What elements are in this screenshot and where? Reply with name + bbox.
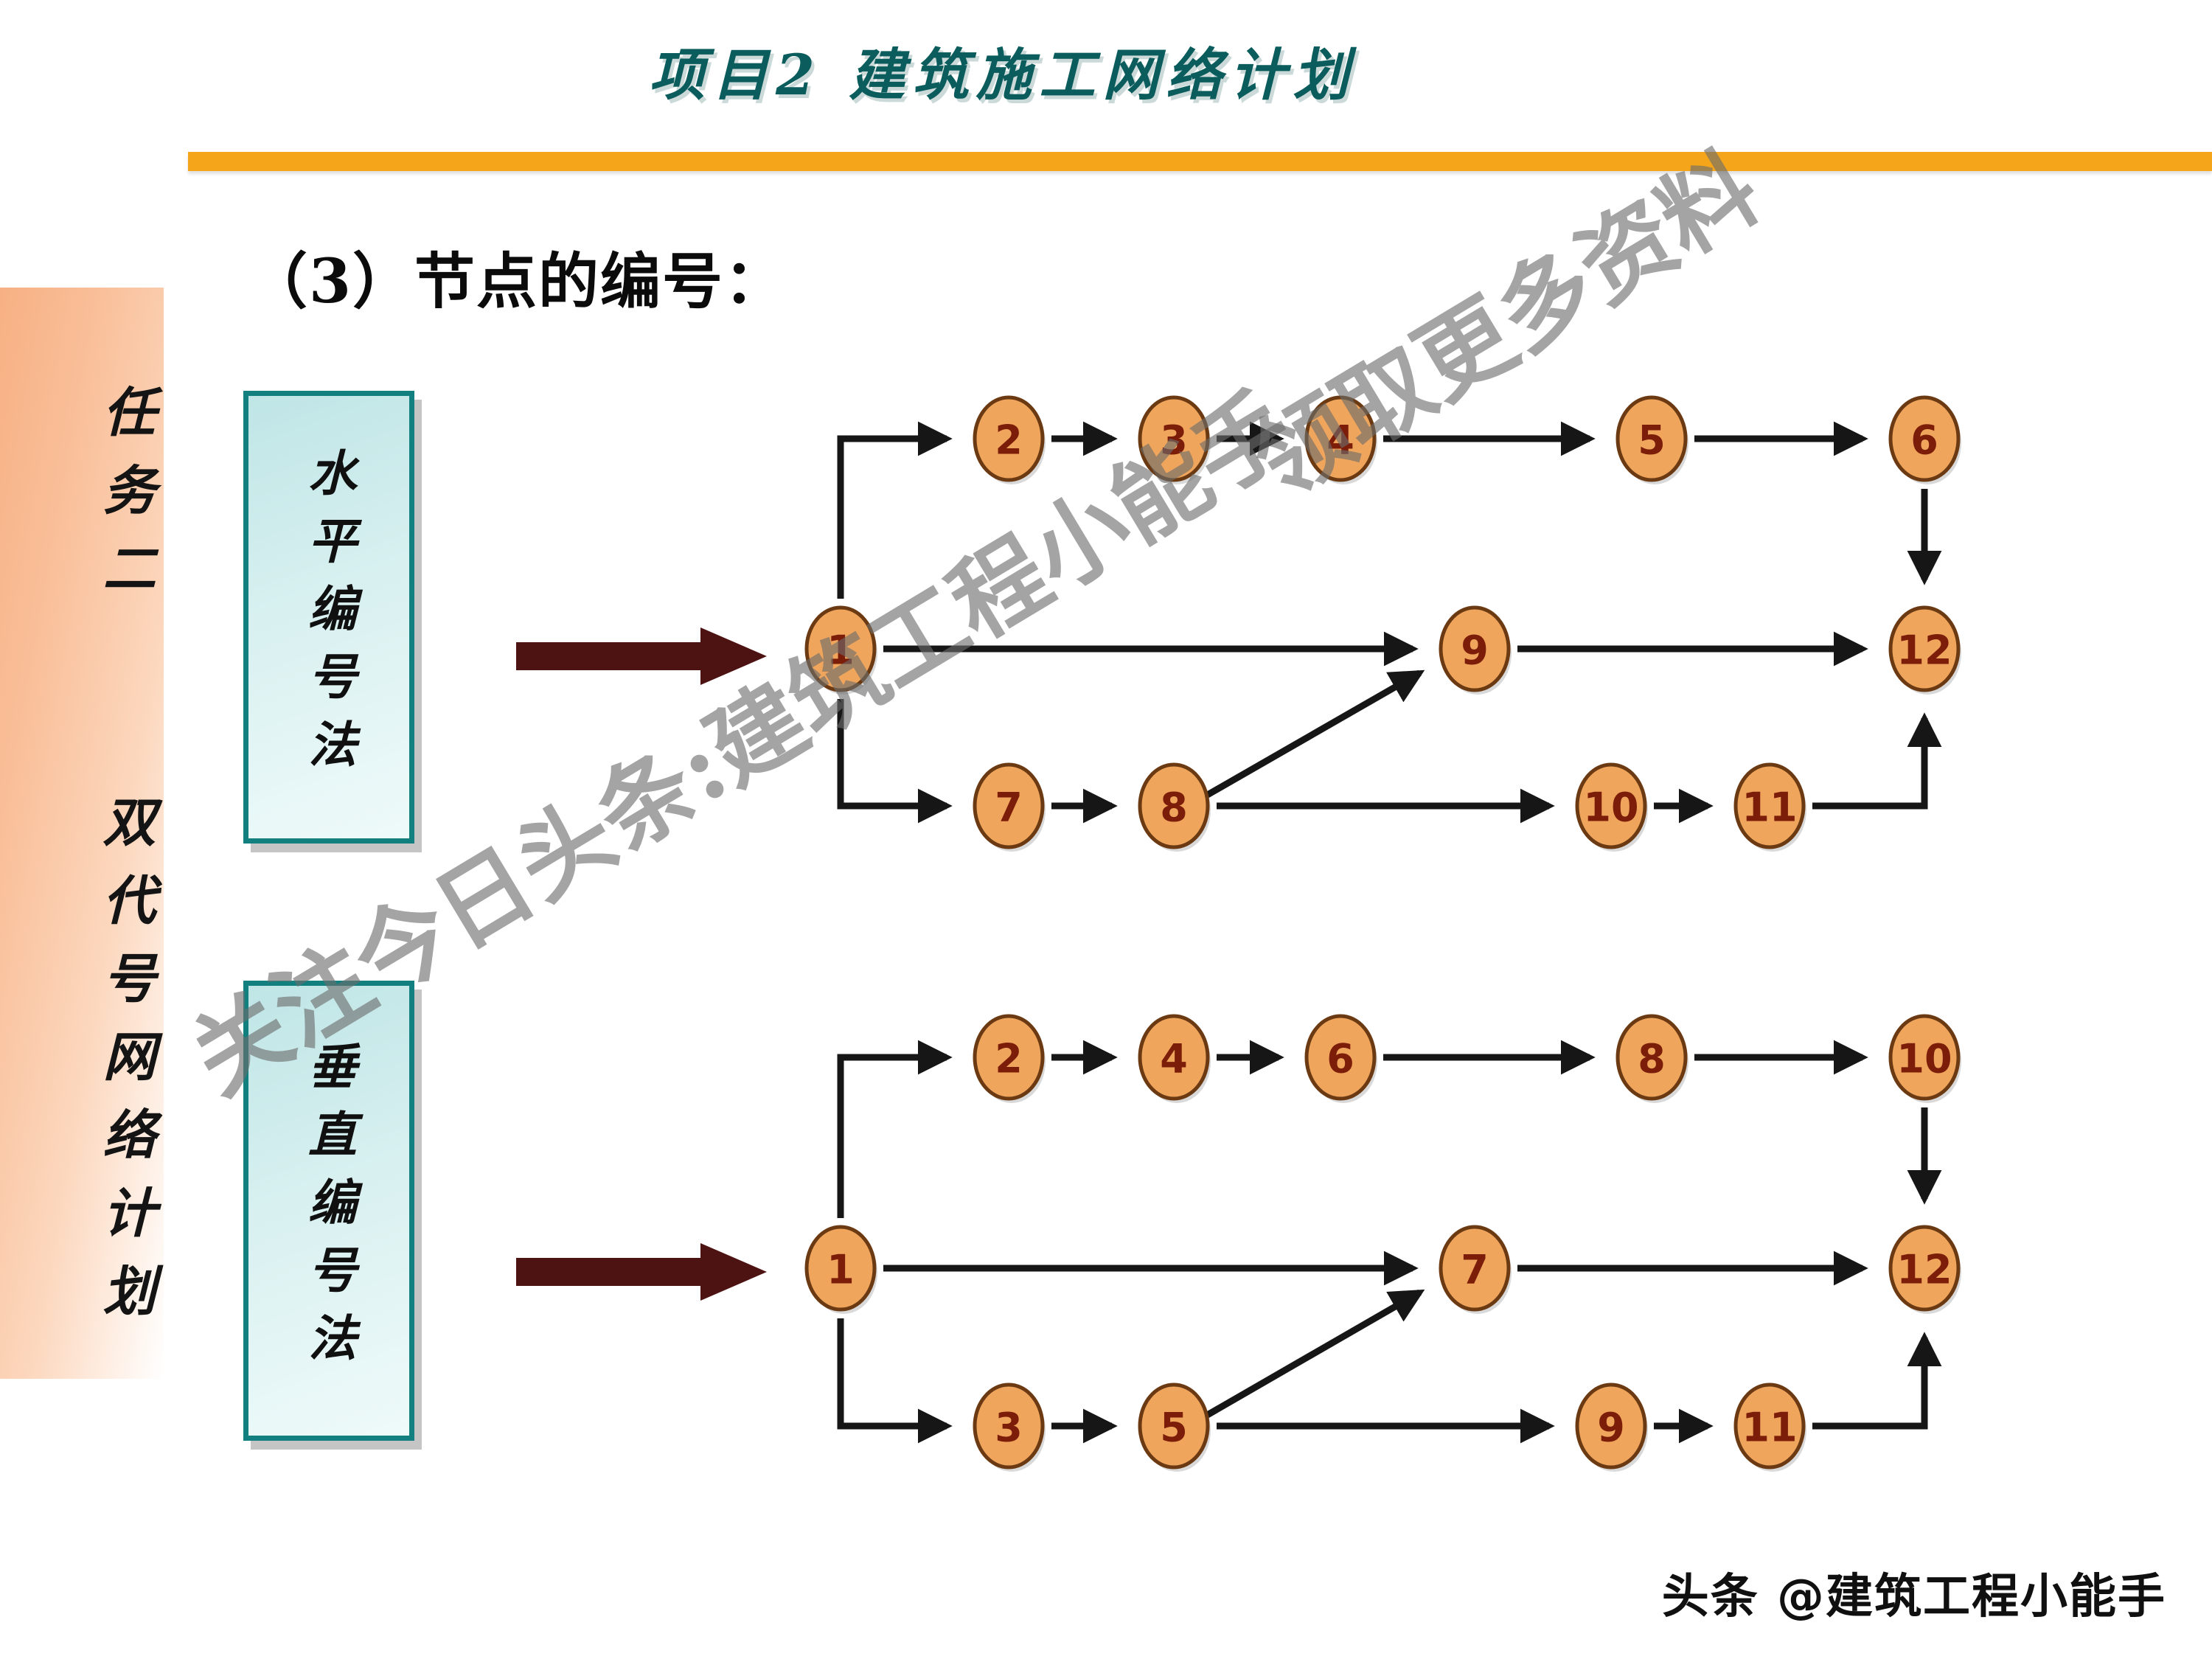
node-ellipse [1575,1382,1647,1470]
node-ellipse [1733,1382,1806,1470]
node-label: 5 [1160,1405,1188,1451]
node-label: 7 [1461,1247,1489,1293]
network-edge-11-to-12 [1812,1332,1942,1430]
method-box-vertical-label: 垂直编号法 [300,1041,358,1380]
node-label: 11 [1742,785,1797,831]
node-label: 5 [1638,417,1666,464]
node-ellipse [804,1225,877,1312]
network-node-10[interactable]: 10 [1575,762,1648,852]
network-edge-1-to-2 [837,421,953,599]
network-node-9[interactable]: 9 [1575,1382,1648,1472]
network-edge-1-to-2 [837,1040,953,1218]
node-ellipse [1615,395,1688,482]
node-label: 4 [1160,1036,1188,1082]
network-node-4[interactable]: 4 [1138,1014,1211,1103]
node-label: 9 [1597,1405,1625,1451]
node-ellipse [1304,395,1377,482]
network-node-8[interactable]: 8 [1138,762,1211,852]
node-label: 8 [1638,1036,1666,1082]
network-node-12[interactable]: 12 [1888,1225,1961,1314]
node-label: 6 [1910,417,1938,464]
node-label: 4 [1326,417,1354,464]
network-node-2[interactable]: 2 [973,1014,1046,1103]
node-ellipse [1138,395,1210,482]
node-label: 6 [1326,1036,1354,1082]
network-edge-11-to-12 [1812,712,1942,810]
header-divider-rule [188,152,2212,171]
network-node-10[interactable]: 10 [1888,1014,1961,1103]
node-ellipse [973,1382,1045,1470]
node-label: 12 [1896,1247,1952,1293]
network-node-5[interactable]: 5 [1138,1382,1211,1472]
network-node-4[interactable]: 4 [1304,395,1377,484]
node-ellipse [1615,1014,1688,1101]
sidebar-task-band: 任务二 双代号网络计划 [0,288,164,1379]
node-label: 7 [995,785,1023,831]
node-ellipse [1304,1014,1377,1101]
node-ellipse [1888,1225,1961,1312]
node-label: 2 [995,417,1023,464]
network-edge-8-to-9 [1205,669,1425,799]
node-label: 11 [1742,1405,1797,1451]
network-edge-5-to-7 [1205,1289,1425,1419]
sidebar-task-label: 任务二 双代号网络计划 [94,384,156,1341]
network-node-5[interactable]: 5 [1615,395,1688,484]
network-node-8[interactable]: 8 [1615,1014,1688,1103]
node-label: 10 [1583,785,1638,831]
node-ellipse [1888,395,1961,482]
node-label: 10 [1896,1036,1952,1082]
network-node-7[interactable]: 7 [1439,1225,1512,1314]
network-edge-1-to-3 [837,1318,953,1444]
section-heading: （3）节点的编号： [247,246,787,317]
network-node-1[interactable]: 1 [804,1225,877,1314]
network-node-11[interactable]: 11 [1733,762,1806,852]
node-ellipse [973,1014,1045,1101]
node-label: 2 [995,1036,1023,1082]
node-ellipse [973,395,1045,482]
node-label: 3 [995,1405,1023,1451]
entry-arrow-horizontal-icon [516,627,767,685]
network-edge-1-to-7 [837,699,953,824]
method-box-vertical[interactable]: 垂直编号法 [243,981,414,1441]
node-ellipse [1888,1014,1961,1101]
footer-credit: 头条 @建筑工程小能手 [1661,1570,2166,1624]
node-label: 8 [1160,785,1188,831]
node-ellipse [1138,1382,1210,1470]
network-node-6[interactable]: 6 [1888,395,1961,484]
network-node-7[interactable]: 7 [973,762,1046,852]
method-box-horizontal[interactable]: 水平编号法 [243,391,414,844]
node-ellipse [1439,605,1511,692]
page-title: 项目2 建筑施工网络计划 [649,42,1357,108]
network-node-3[interactable]: 3 [973,1382,1046,1472]
node-label: 1 [827,627,855,674]
node-label: 1 [827,1247,855,1293]
network-node-12[interactable]: 12 [1888,605,1961,695]
network-node-9[interactable]: 9 [1439,605,1512,695]
node-ellipse [1138,762,1210,849]
network-node-1[interactable]: 1 [804,605,877,695]
network-node-11[interactable]: 11 [1733,1382,1806,1472]
node-ellipse [973,762,1045,849]
network-node-3[interactable]: 3 [1138,395,1211,484]
node-ellipse [1733,762,1806,849]
node-ellipse [804,605,877,692]
node-ellipse [1138,1014,1210,1101]
node-ellipse [1888,605,1961,692]
node-label: 3 [1160,417,1188,464]
method-box-horizontal-label: 水平编号法 [300,448,358,787]
node-label: 12 [1896,627,1952,674]
network-node-2[interactable]: 2 [973,395,1046,484]
node-label: 9 [1461,627,1489,674]
node-ellipse [1575,762,1647,849]
node-ellipse [1439,1225,1511,1312]
entry-arrow-vertical-icon [516,1243,767,1301]
network-node-6[interactable]: 6 [1304,1014,1377,1103]
